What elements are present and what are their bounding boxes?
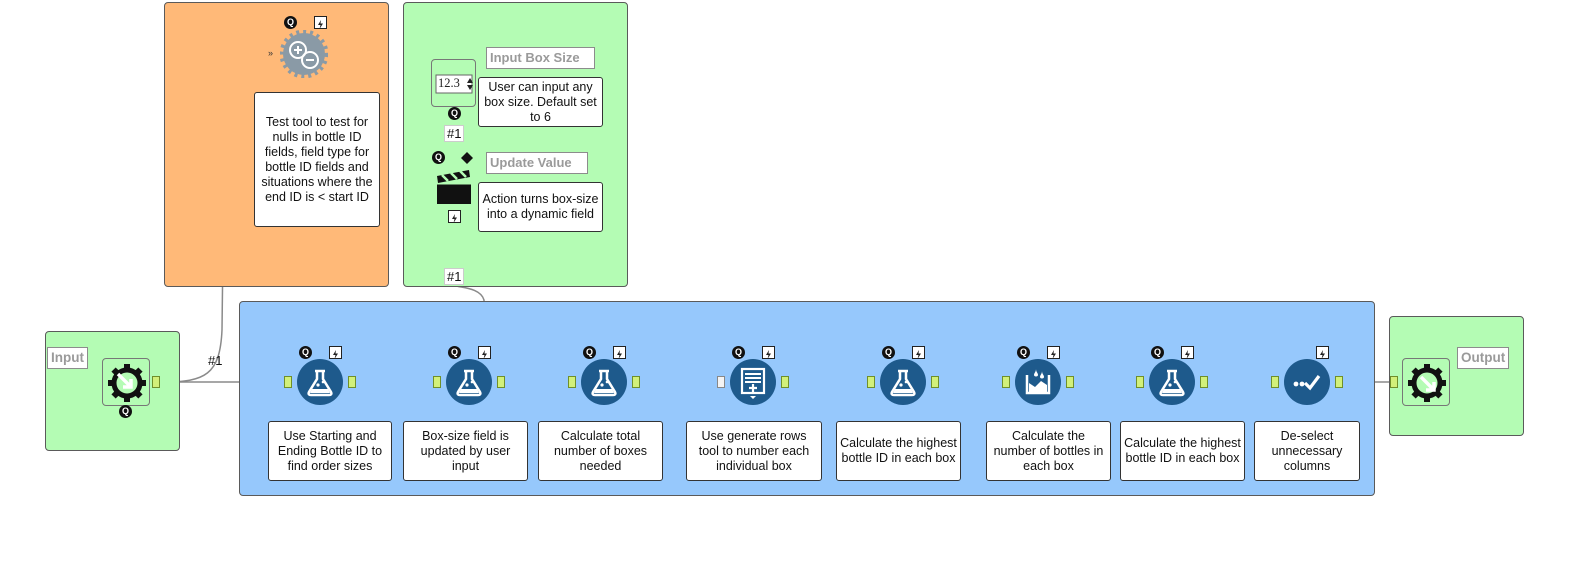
query-badge-icon: Q (284, 16, 297, 29)
workflow-step-note: Calculate the highest bottle ID in each … (1120, 421, 1245, 481)
workflow-step-note: Calculate the highest bottle ID in each … (836, 421, 961, 481)
query-badge-icon: Q (448, 346, 461, 359)
output-anchor[interactable] (632, 376, 640, 388)
test-tool-note: Test tool to test for nulls in bottle ID… (254, 92, 380, 227)
numeric-updown-icon (467, 78, 473, 90)
input-anchor[interactable] (867, 376, 875, 388)
action-icon (437, 152, 473, 204)
action-tool[interactable] (433, 150, 477, 208)
connection-label: #1 (444, 268, 465, 285)
query-badge-icon: Q (732, 346, 745, 359)
output-anchor[interactable] (1200, 376, 1208, 388)
output-anchor[interactable] (931, 376, 939, 388)
lightning-badge-icon (329, 346, 342, 359)
output-container-title: Output (1457, 347, 1510, 369)
workflow-tool-8[interactable] (1284, 359, 1330, 405)
workflow-tool-2[interactable] (446, 359, 492, 405)
input-anchor[interactable] (717, 376, 725, 388)
input-anchor[interactable] (284, 376, 292, 388)
lightning-badge-icon (613, 346, 626, 359)
action-title: Update Value (486, 152, 588, 174)
lightning-badge-icon (1047, 346, 1060, 359)
workflow-step-note: Use generate rows tool to number each in… (686, 421, 822, 481)
input-container-title: Input (47, 347, 88, 369)
macro-input-icon (108, 364, 146, 402)
workflow-tool-3[interactable] (581, 359, 627, 405)
output-anchor[interactable] (348, 376, 356, 388)
test-input-anchor-icon[interactable]: » (268, 48, 274, 58)
query-badge-icon: Q (119, 405, 132, 418)
interface-container[interactable] (403, 2, 628, 287)
output-anchor[interactable] (497, 376, 505, 388)
lightning-badge-icon (912, 346, 925, 359)
workflow-tool-1[interactable] (297, 359, 343, 405)
workflow-step-note: Calculate total number of boxes needed (538, 421, 663, 481)
lightning-badge-icon (448, 210, 461, 223)
input-anchor[interactable] (1002, 376, 1010, 388)
workflow-step-note: Use Starting and Ending Bottle ID to fin… (268, 421, 392, 481)
lightning-badge-icon (1181, 346, 1194, 359)
test-icon (279, 29, 329, 79)
connection-label: #1 (444, 125, 465, 142)
input-anchor[interactable] (1271, 376, 1279, 388)
macro-input-tool[interactable] (102, 358, 150, 406)
workflow-step-note: Box-size field is updated by user input (403, 421, 528, 481)
test-tool[interactable] (279, 29, 329, 79)
lightning-badge-icon (314, 16, 327, 29)
macro-output-tool[interactable] (1402, 358, 1450, 406)
macro-output-icon (1408, 364, 1446, 402)
output-anchor[interactable] (1335, 376, 1343, 388)
output-anchor[interactable] (152, 376, 160, 388)
input-anchor[interactable] (1390, 376, 1398, 388)
workflow-tool-7[interactable] (1149, 359, 1195, 405)
input-box-title: Input Box Size (486, 47, 595, 69)
lightning-badge-icon (762, 346, 775, 359)
workflow-tool-4[interactable] (730, 359, 776, 405)
query-badge-icon: Q (583, 346, 596, 359)
input-box-note: User can input any box size. Default set… (478, 77, 603, 127)
output-anchor[interactable] (1066, 376, 1074, 388)
numeric-updown-tool[interactable]: 12.3 (431, 59, 476, 107)
query-badge-icon: Q (432, 151, 445, 164)
workflow-tool-6[interactable] (1015, 359, 1061, 405)
workflow-step-note: Calculate the number of bottles in each … (986, 421, 1111, 481)
input-anchor[interactable] (568, 376, 576, 388)
output-anchor[interactable] (781, 376, 789, 388)
workflow-tool-5[interactable] (880, 359, 926, 405)
query-badge-icon: Q (882, 346, 895, 359)
action-note: Action turns box-size into a dynamic fie… (478, 182, 603, 232)
query-badge-icon: Q (299, 346, 312, 359)
input-anchor[interactable] (1136, 376, 1144, 388)
numeric-value: 12.3 (438, 76, 460, 90)
input-anchor[interactable] (433, 376, 441, 388)
query-badge-icon: Q (1151, 346, 1164, 359)
lightning-badge-icon (478, 346, 491, 359)
workflow-step-note: De-select unnecessary columns (1254, 421, 1360, 481)
lightning-badge-icon (1316, 346, 1329, 359)
query-badge-icon: Q (448, 107, 461, 120)
query-badge-icon: Q (1017, 346, 1030, 359)
connection-label: #1 (208, 353, 223, 368)
